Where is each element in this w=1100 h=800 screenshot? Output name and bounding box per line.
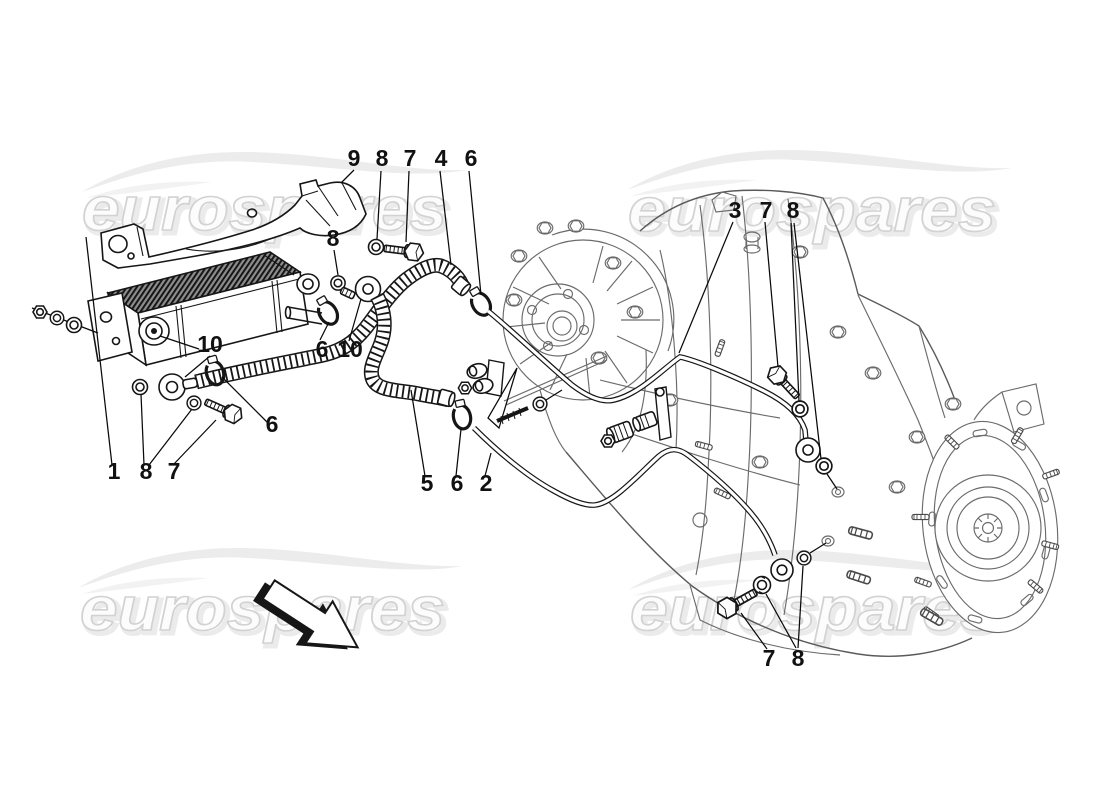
banjo-union-left: [158, 373, 199, 401]
cooler-port-right: [296, 273, 320, 295]
swoosh-graphic: [82, 152, 467, 192]
swoosh-graphic: [631, 179, 757, 196]
callout-label: 7: [763, 645, 776, 671]
heat-shield-bracket: [100, 179, 367, 269]
cooler-mount-fasteners: [31, 305, 99, 334]
watermark-bottom-right: eurospares eurospares: [628, 550, 1013, 650]
return-pipe: [472, 426, 794, 582]
callout-label: 7: [760, 197, 773, 223]
watermark-text: eurospares: [80, 575, 445, 644]
return-pipe-fasteners: [712, 542, 827, 623]
callout-label: 5: [421, 470, 434, 496]
callout-label: 6: [451, 470, 464, 496]
swoosh-graphic: [78, 548, 463, 588]
swoosh-graphic: [627, 150, 1012, 190]
banjo-union-right: [339, 275, 382, 303]
callout-label: 7: [168, 458, 181, 484]
callout-label: 2: [480, 470, 493, 496]
watermark-text: eurospares: [628, 176, 996, 245]
output-flange: [911, 420, 1061, 634]
hose-lower: [363, 292, 456, 408]
callout-label: 10: [197, 331, 223, 357]
callout-label: 6: [316, 336, 329, 362]
callout-label: 8: [792, 645, 805, 671]
watermark-top-right: eurospares eurospares: [627, 150, 1012, 251]
callout-label: 8: [376, 145, 389, 171]
callout-labels: 9 8 7 4 6 8 10 6 10 6 1 8 7 5 6 2 3 7 8 …: [108, 145, 805, 671]
callout-label: 4: [435, 145, 448, 171]
callout-label: 3: [729, 197, 742, 223]
leader-lines: [85, 169, 822, 650]
callout-label: 8: [327, 225, 340, 251]
callout-label: 6: [266, 411, 279, 437]
swoosh-graphic: [86, 181, 212, 198]
callout-label: 10: [337, 336, 363, 362]
cooler-mount-plate: [87, 292, 133, 362]
banjo-bolt: [201, 393, 246, 427]
pipe-union-bracket: [457, 359, 505, 397]
watermark-text: eurospares: [630, 575, 998, 644]
swoosh-graphic: [82, 577, 208, 594]
mount-stud-washer: [496, 389, 563, 425]
feed-pipe-fasteners: [763, 361, 838, 490]
watermark-text: eurospares: [631, 179, 999, 248]
direction-arrow: [253, 578, 360, 650]
callout-label: 7: [404, 145, 417, 171]
callout-label: 6: [465, 145, 478, 171]
callout-label: 1: [108, 458, 121, 484]
cooler-port-left: [138, 316, 170, 346]
callout-label: 9: [348, 145, 361, 171]
swoosh-graphic: [628, 550, 1013, 590]
callout-label: 8: [787, 197, 800, 223]
pipe-support-clamps: [600, 386, 672, 448]
feed-pipe: [486, 308, 821, 463]
oil-cooler: [87, 251, 320, 367]
callout-label: 8: [140, 458, 153, 484]
bell-housing: [502, 219, 675, 453]
splined-hub: [973, 513, 1003, 543]
